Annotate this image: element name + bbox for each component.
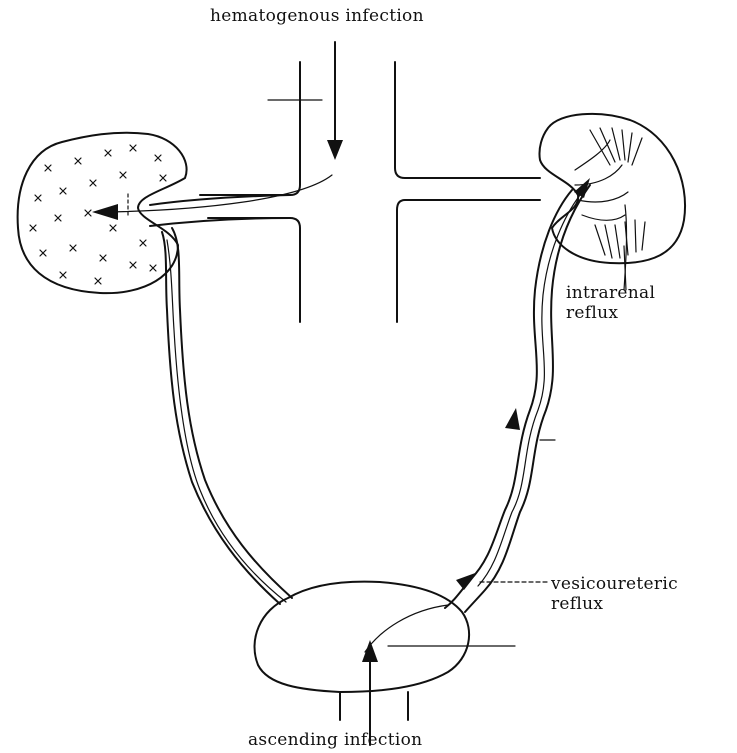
intrarenal-label-line2: reflux — [566, 303, 655, 323]
bladder — [255, 582, 470, 720]
vesicoureteric-reflux-label: vesicoureteric reflux — [551, 574, 678, 614]
ascending-label: ascending infection — [248, 730, 422, 750]
intrarenal-reflux-label: intrarenal reflux — [566, 283, 655, 323]
hematogenous-arrow — [92, 42, 343, 220]
aorta — [200, 62, 540, 322]
right-kidney — [539, 114, 685, 290]
vesicoureteric-label-line1: vesicoureteric — [551, 574, 678, 594]
vesicoureteric-label-line2: reflux — [551, 594, 678, 614]
intrarenal-label-line1: intrarenal — [566, 283, 655, 303]
infection-dots — [30, 145, 166, 284]
hematogenous-label: hematogenous infection — [210, 6, 424, 26]
left-ureter — [162, 228, 292, 604]
right-ureter — [445, 178, 590, 612]
left-kidney — [18, 133, 290, 293]
